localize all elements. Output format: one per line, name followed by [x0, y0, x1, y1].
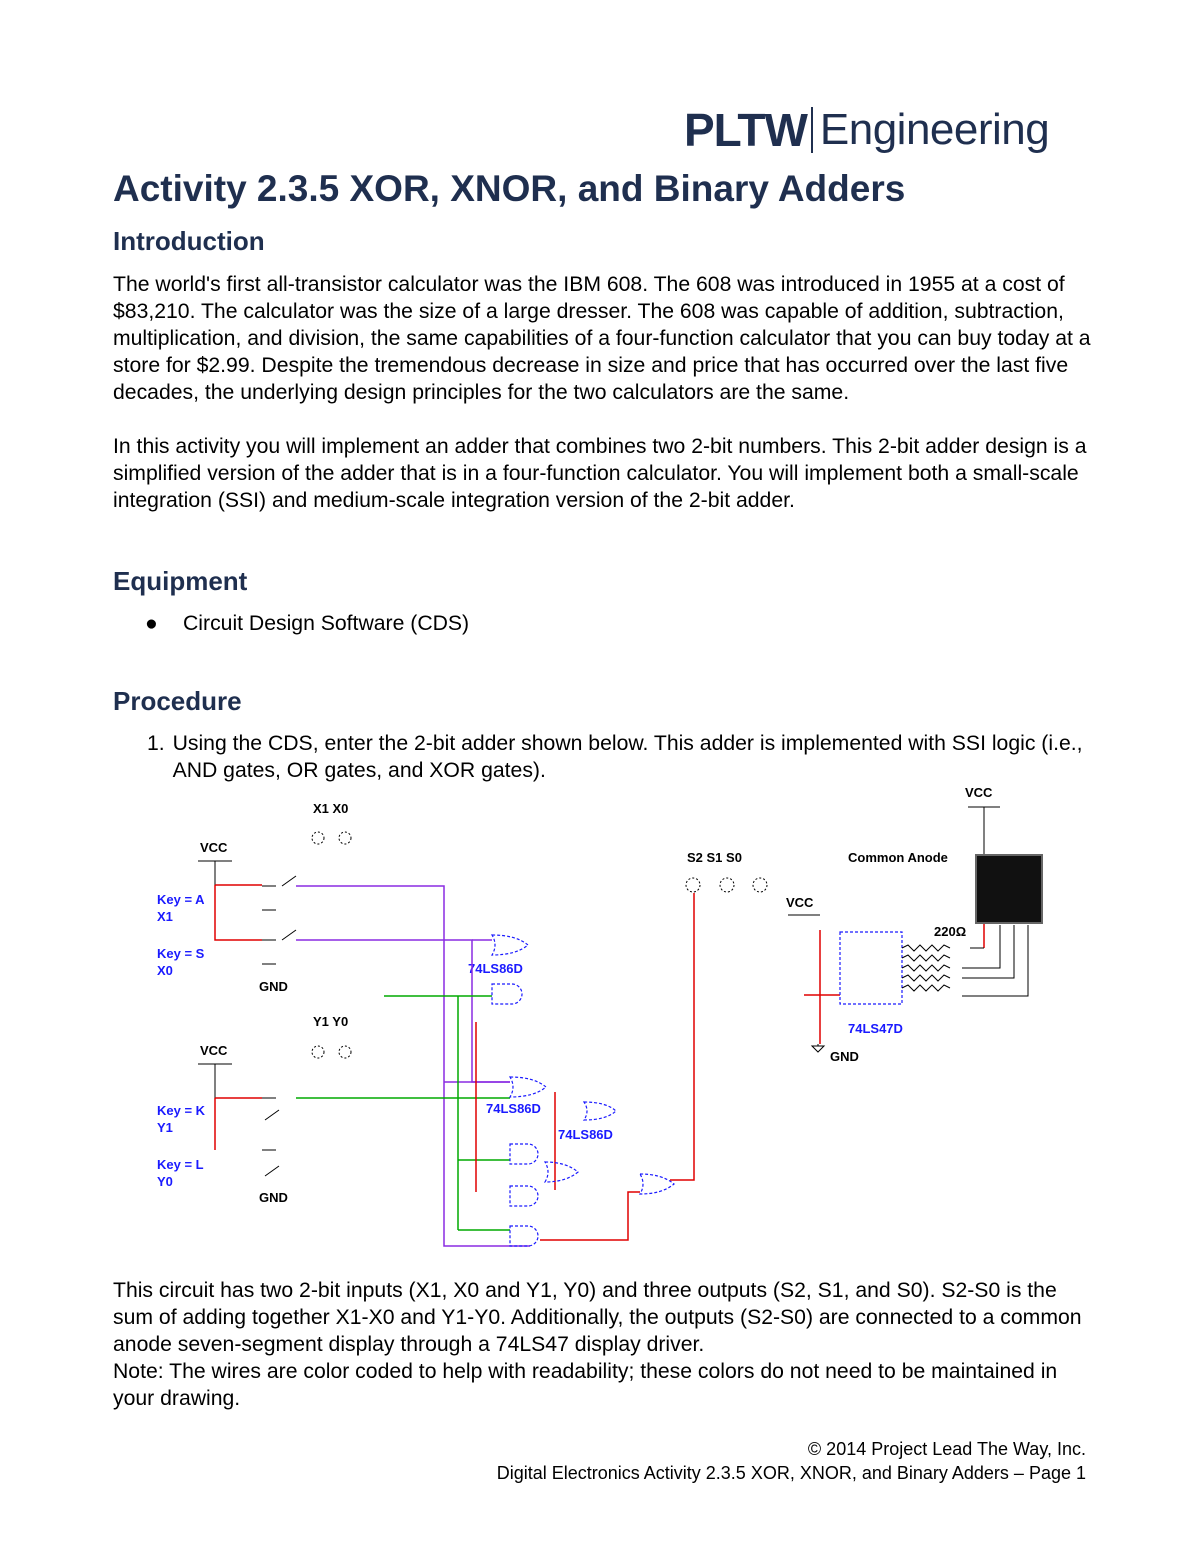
x-probes-label: X1 X0: [313, 801, 348, 816]
xor-gate-1: [490, 934, 529, 956]
introduction-heading: Introduction: [113, 226, 265, 256]
xor-gate-3: [582, 1101, 617, 1121]
vcc-label-decoder: VCC: [786, 895, 814, 910]
gnd-label-top: GND: [259, 979, 288, 994]
output-probes-label: S2 S1 S0: [687, 850, 742, 865]
y0-label: Y0: [157, 1174, 173, 1189]
page-title: Activity 2.3.5 XOR, XNOR, and Binary Add…: [113, 168, 906, 209]
footer-page-line: Digital Electronics Activity 2.3.5 XOR, …: [496, 1463, 1086, 1483]
or-gate-1: [543, 1161, 579, 1183]
equipment-item-label: Circuit Design Software (CDS): [183, 612, 470, 635]
bullet-icon: ●: [145, 612, 158, 635]
vcc-label-top: VCC: [200, 840, 228, 855]
y-probes-label: Y1 Y0: [313, 1014, 348, 1029]
gnd-label-decoder: GND: [830, 1049, 859, 1064]
step-text: Using the CDS, enter the 2-bit adder sho…: [172, 732, 1083, 782]
and-gate-1: [491, 983, 523, 1005]
equipment-list-item: ● Circuit Design Software (CDS): [145, 610, 469, 637]
pltw-engineering-logo: PLTW Engineering: [684, 100, 1050, 160]
resistor-label: 220Ω: [934, 924, 966, 939]
equipment-heading: Equipment: [113, 566, 248, 596]
introduction-paragraph-2: In this activity you will implement an a…: [113, 435, 1087, 512]
and-gate-3: [509, 1185, 539, 1207]
procedure-heading: Procedure: [113, 686, 242, 716]
key-a-label: Key = A: [157, 892, 205, 907]
key-k-label: Key = K: [157, 1103, 206, 1118]
footer-copyright: © 2014 Project Lead The Way, Inc.: [807, 1439, 1086, 1459]
xor-label-2: 74LS86D: [486, 1101, 541, 1116]
step-number: 1.: [147, 732, 165, 755]
common-anode-label: Common Anode: [848, 850, 948, 865]
logo-subtitle: Engineering: [819, 105, 1050, 154]
x0-label: X0: [157, 963, 173, 978]
resistor-array: [901, 925, 1029, 997]
xor-label-3: 74LS86D: [558, 1127, 613, 1142]
logo-divider: [810, 107, 813, 153]
xor-gate-2: [508, 1076, 547, 1098]
or-gate-2: [638, 1173, 675, 1195]
vcc-label-display: VCC: [965, 785, 993, 800]
xor-label-1: 74LS86D: [468, 961, 523, 976]
circuit-description: This circuit has two 2-bit inputs (X1, X…: [113, 1279, 1082, 1356]
seven-segment-display: [975, 854, 1043, 924]
vcc-label-bottom: VCC: [200, 1043, 228, 1058]
introduction-paragraph-1: The world's first all-transistor calcula…: [113, 273, 1091, 404]
gnd-label-bottom: GND: [259, 1190, 288, 1205]
and-gate-4: [509, 1225, 539, 1247]
key-l-label: Key = L: [157, 1157, 204, 1172]
y1-label: Y1: [157, 1120, 173, 1135]
and-gate-2: [509, 1143, 539, 1165]
decoder-74ls47d: [839, 931, 903, 1005]
decoder-label: 74LS47D: [848, 1021, 903, 1036]
procedure-step: 1. Using the CDS, enter the 2-bit adder …: [147, 730, 1087, 784]
key-s-label: Key = S: [157, 946, 205, 961]
note-text: Note: The wires are color coded to help …: [113, 1360, 1058, 1410]
logo-brand: PLTW: [684, 104, 808, 156]
x1-label: X1: [157, 909, 173, 924]
